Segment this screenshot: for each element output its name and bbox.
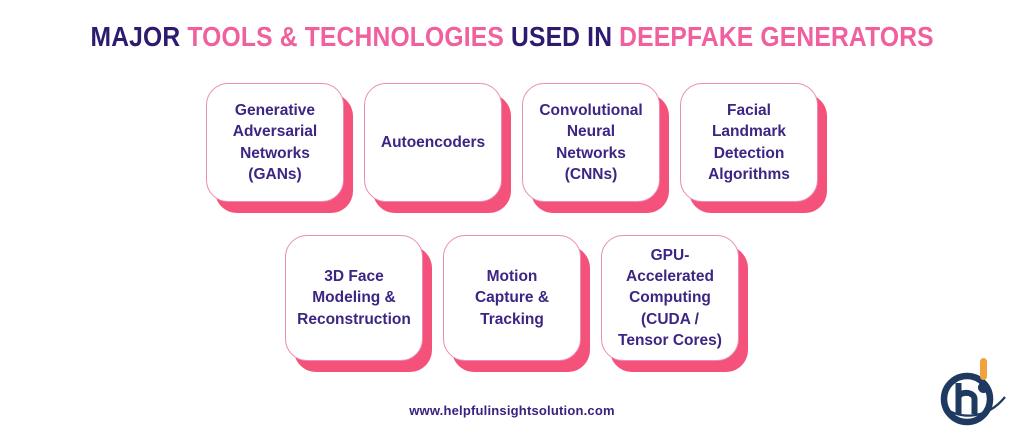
card-3d-face-modeling: 3D Face Modeling & Reconstruction bbox=[285, 235, 423, 361]
hi-logo-icon bbox=[940, 358, 1006, 426]
title-segment-deepfake-generators: DEEPFAKE GENERATORS bbox=[619, 21, 934, 52]
card-facial-landmark-detection-label: Facial Landmark Detection Algorithms bbox=[708, 101, 790, 183]
card-motion-capture-label: Motion Capture & Tracking bbox=[474, 267, 550, 328]
card-autoencoders-label: Autoencoders bbox=[380, 133, 486, 151]
website-url: www.helpfulinsightsolution.com bbox=[409, 403, 615, 418]
title-segment-used-in: USED IN bbox=[510, 21, 620, 52]
cards-row-2: 3D Face Modeling & Reconstruction Motion… bbox=[0, 235, 1024, 361]
title-segment-tools-technologies: TOOLS & TECHNOLOGIES bbox=[187, 21, 511, 52]
page-title-text: MAJOR TOOLS & TECHNOLOGIES USED IN DEEPF… bbox=[90, 21, 933, 53]
helpful-insight-logo bbox=[936, 357, 1008, 427]
card-gans-label: Generative Adversarial Networks (GANs) bbox=[232, 101, 318, 183]
card-motion-capture: Motion Capture & Tracking bbox=[443, 235, 581, 361]
title-segment-major: MAJOR bbox=[90, 21, 188, 52]
card-gpu-computing: GPU- Accelerated Computing (CUDA / Tenso… bbox=[601, 235, 739, 361]
card-3d-face-modeling-label: 3D Face Modeling & Reconstruction bbox=[297, 267, 411, 328]
card-cnns-label: Convolutional Neural Networks (CNNs) bbox=[539, 101, 643, 183]
card-autoencoders: Autoencoders bbox=[364, 83, 502, 202]
card-gans: Generative Adversarial Networks (GANs) bbox=[206, 83, 344, 202]
card-facial-landmark-detection: Facial Landmark Detection Algorithms bbox=[680, 83, 818, 202]
page-title: MAJOR TOOLS & TECHNOLOGIES USED IN DEEPF… bbox=[0, 17, 1024, 54]
card-gpu-computing-label: GPU- Accelerated Computing (CUDA / Tenso… bbox=[618, 246, 722, 350]
card-cnns: Convolutional Neural Networks (CNNs) bbox=[522, 83, 660, 202]
cards-row-1: Generative Adversarial Networks (GANs) A… bbox=[0, 83, 1024, 202]
